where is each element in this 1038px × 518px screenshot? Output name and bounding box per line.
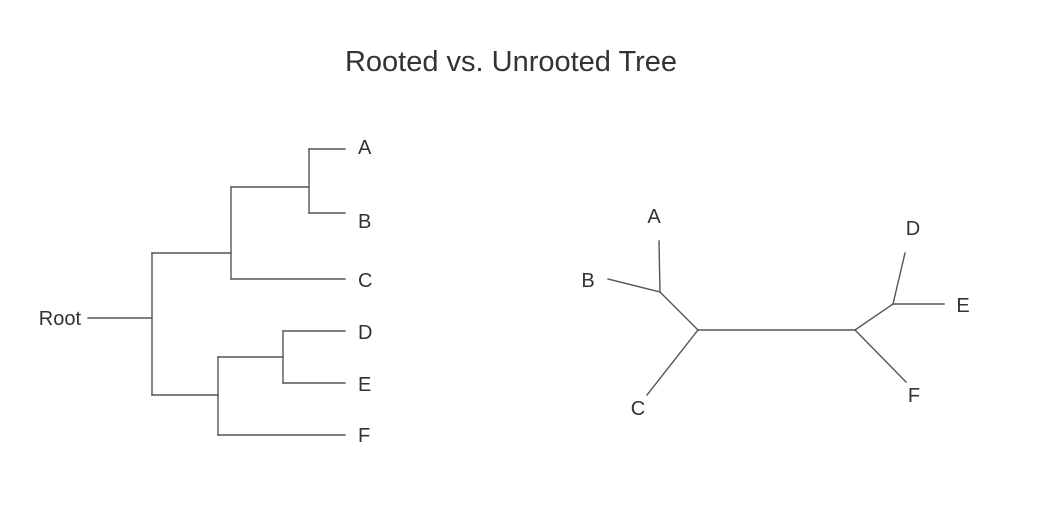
unrooted-edge-leaf-f xyxy=(854,329,907,383)
unrooted-edge-leaf-d xyxy=(892,252,906,305)
unrooted-edge-leaf-a xyxy=(658,240,661,293)
unrooted-leaf-label-a: A xyxy=(647,206,661,228)
unrooted-leaf-label-c: C xyxy=(631,398,645,420)
rooted-root-label: Root xyxy=(39,308,82,330)
rooted-leaf-label-e: E xyxy=(358,374,371,396)
unrooted-leaf-label-e: E xyxy=(956,295,969,317)
unrooted-leaf-label-b: B xyxy=(581,270,594,292)
unrooted-leaf-label-f: F xyxy=(908,385,920,407)
unrooted-edge-leaf-c xyxy=(646,329,699,396)
rooted-leaf-label-c: C xyxy=(358,270,372,292)
rooted-leaf-label-a: A xyxy=(358,137,372,159)
unrooted-edge-leaf-b xyxy=(607,278,661,293)
rooted-leaf-label-f: F xyxy=(358,425,370,447)
rooted-leaf-label-b: B xyxy=(358,211,371,233)
unrooted-tree: A B C D E F xyxy=(581,206,969,420)
rooted-leaf-label-d: D xyxy=(358,322,372,344)
rooted-tree: Root A B C D E F xyxy=(39,137,373,447)
unrooted-leaf-label-d: D xyxy=(906,218,920,240)
unrooted-edge-to-ab xyxy=(659,291,699,331)
unrooted-edge-to-de xyxy=(854,303,894,331)
diagram-title: Rooted vs. Unrooted Tree xyxy=(345,46,677,78)
